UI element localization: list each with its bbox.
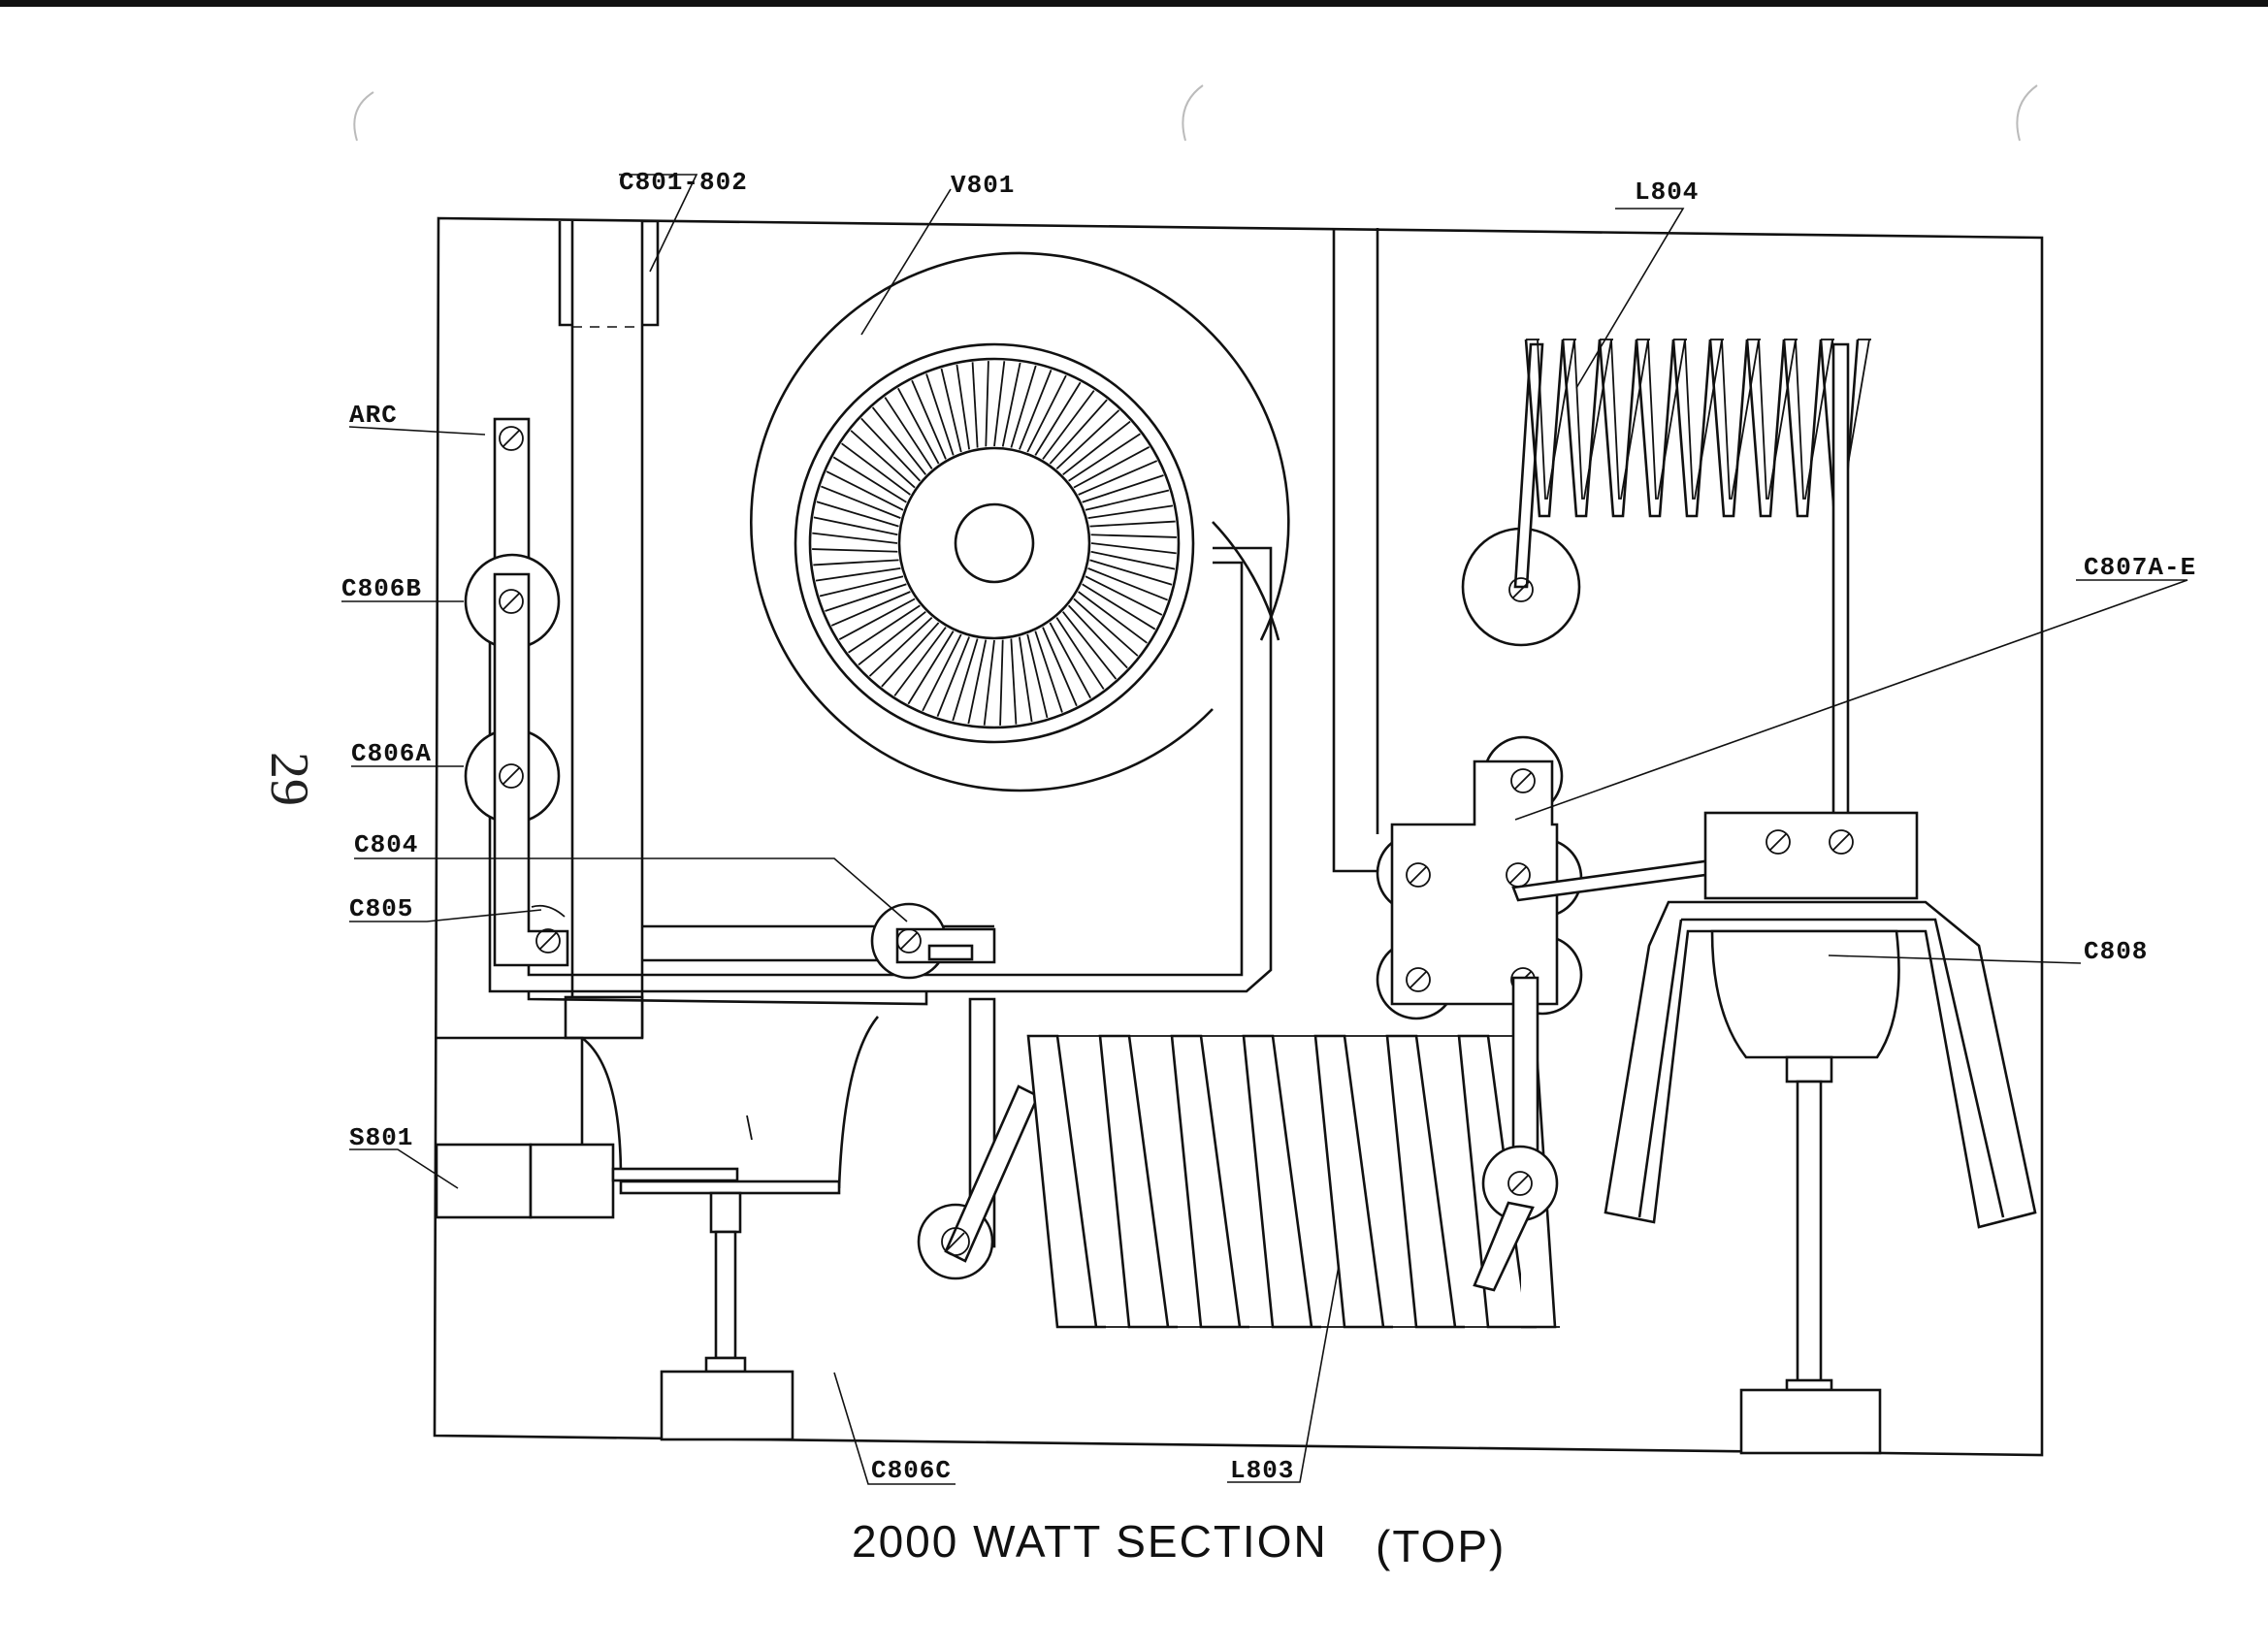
label-c807a-e: C807A-E	[2084, 553, 2196, 582]
leader-lines	[341, 174, 2188, 1485]
label-c806b: C806B	[341, 574, 422, 603]
label-c806c: C806C	[871, 1456, 952, 1485]
label-c808: C808	[2084, 937, 2148, 966]
l804-coil	[1461, 339, 1871, 836]
scan-top-edge	[0, 0, 2268, 7]
label-l804: L804	[1635, 178, 1699, 207]
busbar-frame	[488, 546, 1273, 993]
label-c806a: C806A	[351, 739, 432, 768]
l804-turns	[1524, 339, 1871, 518]
caption-view: (TOP)	[1376, 1521, 1506, 1571]
chassis-outline	[433, 216, 2044, 1457]
punch-hole-left	[353, 91, 374, 142]
s801-switch	[435, 1016, 879, 1441]
arc-strip	[493, 417, 531, 574]
label-c805: C805	[349, 894, 413, 923]
label-v801: V801	[951, 171, 1015, 200]
caption-title: 2000 WATT SECTION	[852, 1516, 1328, 1567]
partition-wall	[1332, 228, 1389, 873]
c806-strip	[493, 572, 569, 967]
label-s801: S801	[349, 1123, 413, 1152]
label-l803: L803	[1230, 1456, 1294, 1485]
label-arc: ARC	[349, 401, 398, 430]
l803-coil	[917, 997, 1560, 1329]
c807-bracket	[1376, 735, 1779, 1292]
punch-hole-center	[1182, 84, 1204, 142]
c808-capacitor	[1604, 811, 2037, 1455]
c801-802-channel	[558, 219, 660, 1040]
c804-capacitor	[870, 902, 996, 980]
cooling-fins	[812, 361, 1177, 726]
label-c804: C804	[354, 830, 418, 859]
v801-tube	[750, 251, 1290, 792]
punch-hole-right	[2016, 84, 2038, 142]
page-number: 29	[259, 752, 319, 806]
label-c801-802: C801-802	[619, 168, 748, 197]
